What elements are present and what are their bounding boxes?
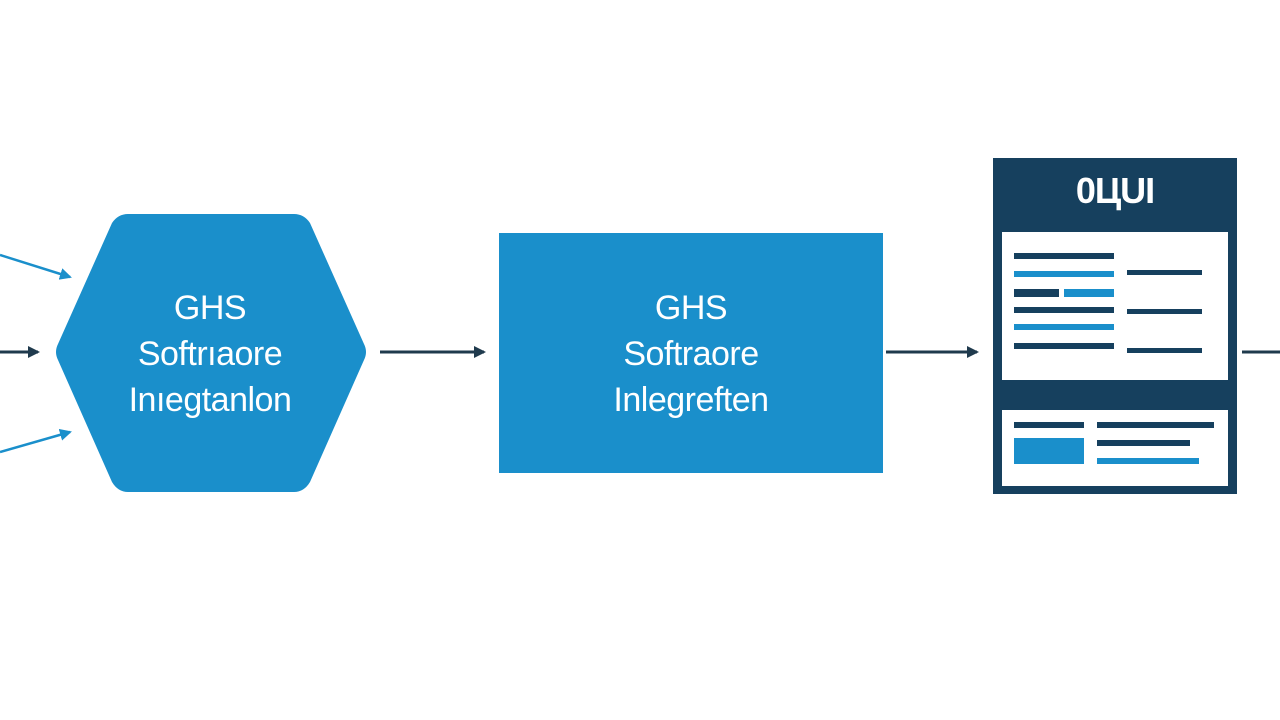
document-upper-lines [1014, 253, 1202, 353]
document-node [993, 158, 1237, 494]
hexagon-node [56, 214, 366, 492]
hexagon-label-line2: Softrıaore [137, 335, 283, 373]
document-lower-lines [1014, 422, 1214, 464]
hexagon-label: GHS Softrıaore Inıegtanlon [60, 285, 360, 423]
hexagon-label-line3: Inıegtanlon [128, 381, 292, 419]
input-arrow-bottom [0, 428, 72, 454]
input-arrow-top [0, 253, 72, 280]
rectangle-label-line1: GHS [654, 289, 728, 327]
rectangle-label-line2: Softraore [623, 335, 759, 373]
rectangle-node [499, 233, 883, 473]
rectangle-label-line3: Inlegreften [613, 381, 769, 419]
rectangle-label: GHS Softraore Inlegreften [500, 285, 882, 423]
hexagon-label-line1: GHS [173, 289, 247, 327]
document-title: 0ЦUI [1075, 170, 1155, 211]
